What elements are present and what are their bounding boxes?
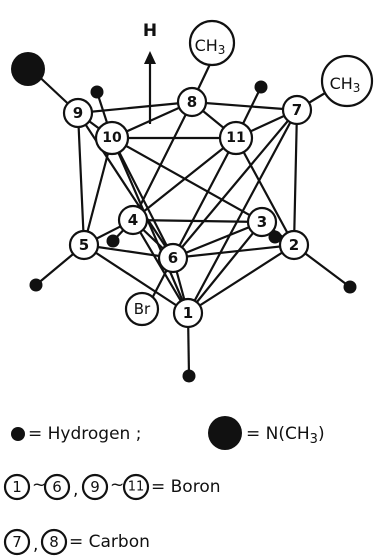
edge-3-6	[171, 220, 264, 260]
br-label: Br	[134, 300, 151, 318]
nme3-group	[11, 52, 45, 86]
legend-carbon-text: = Carbon	[69, 532, 150, 552]
tilde-b: ~	[110, 475, 124, 495]
hydrogen-dot-icon	[11, 427, 25, 441]
boron-range-a-end: 6	[52, 478, 62, 496]
legend-nme3: = N(CH3)	[208, 416, 325, 450]
nme3-dot-icon	[208, 416, 242, 450]
ch3-left-sub: 3	[218, 43, 226, 57]
legend-boron-text: = Boron	[151, 477, 221, 497]
edge-7-1	[186, 108, 299, 315]
legend-carbon: 7 , 8 = Carbon	[3, 528, 150, 556]
edge-8-7	[190, 100, 299, 112]
svg-text:7: 7	[292, 101, 302, 119]
legend-hydrogen: = Hydrogen ;	[11, 424, 141, 444]
svg-text:9: 9	[73, 104, 83, 122]
edge-11-6	[171, 136, 238, 260]
atom-5: 5	[68, 229, 100, 261]
atom-7: 7	[281, 94, 313, 126]
legend-nme3-sub: 3	[310, 432, 318, 447]
svg-text:6: 6	[168, 249, 178, 267]
br-group: Br	[124, 291, 160, 327]
edge-7-6	[171, 108, 299, 260]
hydrogen-atoms	[29, 80, 357, 383]
atom-1: 1	[172, 297, 204, 329]
ch3-right-text: CH	[330, 74, 353, 93]
legend-hydrogen-text: = Hydrogen ;	[28, 424, 141, 444]
arrow-label: H	[143, 21, 157, 41]
carbon-a: 7	[12, 533, 22, 551]
hydrogen-dot	[90, 85, 104, 99]
edge-6-2	[171, 243, 296, 260]
ch3-left-text: CH	[195, 36, 218, 55]
ch3-right-sub: 3	[353, 81, 361, 95]
comma-a: ,	[73, 480, 78, 500]
hydrogen-dot	[343, 280, 357, 294]
legend-nme3-close: )	[318, 424, 325, 444]
boron-range-b-end: 11	[128, 480, 145, 495]
atom-10: 10	[94, 120, 130, 156]
atom-9: 9	[62, 97, 94, 129]
edge-3-1	[186, 220, 264, 315]
edge-11-2	[234, 136, 296, 247]
edge-10-6	[110, 136, 175, 260]
hydrogen-dot	[268, 230, 282, 244]
h-arrow: H	[143, 21, 157, 124]
hydrogen-dot	[106, 234, 120, 248]
svg-text:= N(CH3): = N(CH3)	[246, 424, 325, 447]
edge-9-8	[76, 100, 194, 115]
hydrogen-dot	[182, 369, 196, 383]
carbon-b: 8	[49, 533, 59, 551]
svg-text:3: 3	[257, 213, 267, 231]
edge-4-3	[131, 218, 264, 224]
atom-6: 6	[157, 242, 189, 274]
svg-text:10: 10	[102, 130, 122, 146]
hydrogen-dot	[29, 278, 43, 292]
atom-11: 11	[218, 120, 254, 156]
boron-range-a-start: 1	[12, 478, 22, 496]
edge-2-1	[186, 243, 296, 315]
atom-2: 2	[278, 229, 310, 261]
ch3-left-group: CH3	[188, 19, 236, 67]
svg-text:2: 2	[289, 236, 299, 254]
edge-7-2	[292, 108, 299, 247]
svg-text:CH3: CH3	[195, 36, 226, 58]
edge-10-5	[82, 136, 114, 247]
svg-text:1: 1	[183, 304, 193, 322]
comma-b: ,	[33, 535, 38, 555]
svg-text:CH3: CH3	[330, 74, 361, 96]
edge-10-1	[110, 136, 190, 315]
edge-9-6	[76, 111, 175, 260]
legend-boron: 1 ~ 6 , 9 ~ 11 = Boron	[3, 473, 221, 501]
legend-nme3-text: = N(CH	[246, 424, 310, 444]
arrow-head	[144, 51, 156, 64]
svg-text:8: 8	[187, 93, 197, 111]
ch3-right-group: CH3	[320, 54, 374, 108]
boron-range-b-start: 9	[90, 478, 100, 496]
cage-atoms: 1 2 3 4 5 6 7 8 9 10 11	[62, 86, 313, 329]
atom-4: 4	[117, 204, 149, 236]
edge-5-1	[82, 243, 190, 315]
hydrogen-dot	[254, 80, 268, 94]
edge-9-5	[76, 111, 86, 247]
tilde-a: ~	[32, 475, 46, 495]
edge-10-3	[110, 136, 264, 224]
legend: = Hydrogen ; = N(CH3) 1 ~ 6 , 9 ~ 11 = B…	[3, 416, 325, 556]
atom-3: 3	[246, 206, 278, 238]
svg-text:11: 11	[226, 130, 245, 146]
edge-4-1	[131, 218, 190, 315]
svg-text:5: 5	[79, 236, 89, 254]
svg-text:4: 4	[128, 211, 138, 229]
edge-8-4	[131, 100, 194, 222]
atom-8: 8	[176, 86, 208, 118]
